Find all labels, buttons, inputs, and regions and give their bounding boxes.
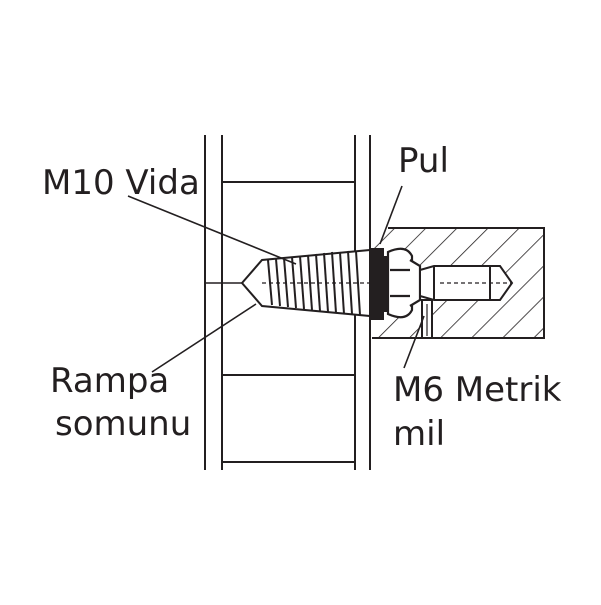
ramp-nut-label-line1: Rampa: [50, 361, 170, 401]
ramp-nut-leader-line: [151, 303, 257, 373]
m10-screw: [206, 248, 372, 318]
m6-shaft: [419, 265, 514, 339]
hex-nut: [386, 247, 422, 319]
shaft-label-line2: mil: [393, 414, 446, 454]
washer-label: Pul: [398, 141, 449, 181]
washer: [370, 248, 384, 320]
washer-leader-line: [379, 185, 403, 245]
ramp-nut-label-line2: somunu: [55, 404, 192, 444]
shaft-leader-line: [403, 315, 425, 369]
screw-label: M10 Vida: [42, 163, 200, 203]
shaft-label-line1: M6 Metrik: [393, 370, 562, 410]
leader-lines: [127, 185, 425, 373]
block-outline: [372, 227, 545, 339]
screw-leader-line: [127, 195, 297, 265]
